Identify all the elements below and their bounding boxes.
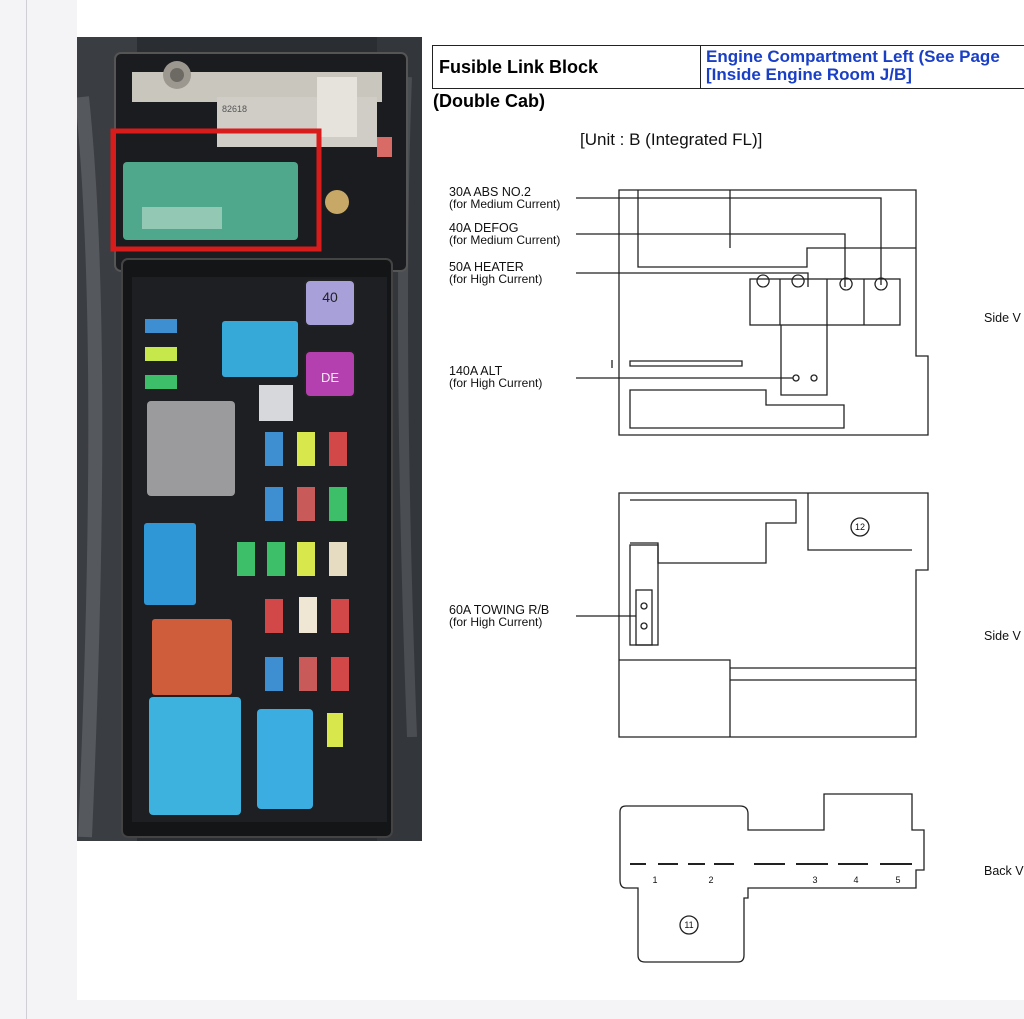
pin-2-label: 2 (708, 875, 713, 885)
unit-label: [Unit : B (Integrated FL)] (580, 130, 763, 149)
pin-1-label: 1 (652, 875, 657, 885)
callout-towing-name: 60A TOWING R/B (449, 603, 550, 617)
callout-defog: 40A DEFOG (for Medium Current) (449, 222, 560, 246)
side-view-2-diagram (576, 492, 929, 738)
fuse-label-de: DE (321, 370, 339, 385)
callout-defog-name: 40A DEFOG (449, 221, 519, 235)
fuse-box-photo: 82618 40 DE (77, 37, 422, 841)
callout-towing-note: (for High Current) (449, 615, 543, 629)
fuse-label-40: 40 (322, 289, 338, 305)
side-view-1-diagram (576, 189, 929, 436)
pin-5-label: 5 (895, 875, 900, 885)
page-margin-rule (26, 0, 27, 1019)
highlight-box (110, 128, 322, 252)
location-link[interactable]: Engine Compartment Left (See Page [Insid… (701, 46, 1024, 88)
side-view-1-label: Side V (984, 311, 1021, 325)
callout-heater: 50A HEATER (for High Current) (449, 261, 542, 285)
callout-alt-note: (for High Current) (449, 376, 543, 390)
callout-abs-note: (for Medium Current) (449, 197, 561, 211)
module-code-text: 82618 (222, 104, 247, 114)
location-line-1[interactable]: Engine Compartment Left (See Page (706, 47, 1000, 66)
callout-alt-name: 140A ALT (449, 364, 503, 378)
callout-alt: 140A ALT (for High Current) (449, 365, 542, 389)
location-line-2[interactable]: [Inside Engine Room J/B] (706, 65, 912, 84)
back-view-label: Back V (984, 864, 1024, 878)
header-table: Fusible Link Block Engine Compartment Le… (432, 45, 1024, 89)
connector-12-label: 12 (855, 522, 865, 532)
callout-heater-note: (for High Current) (449, 272, 543, 286)
connector-11-label: 11 (684, 920, 693, 930)
callout-towing: 60A TOWING R/B (for High Current) (449, 604, 549, 628)
mini-fuse-grid (237, 432, 349, 747)
callout-abs-name: 30A ABS NO.2 (449, 185, 531, 199)
pin-4-label: 4 (853, 875, 858, 885)
callout-abs: 30A ABS NO.2 (for Medium Current) (449, 186, 560, 210)
side-view-2-label: Side V (984, 629, 1021, 643)
callout-heater-name: 50A HEATER (449, 260, 524, 274)
pin-3-label: 3 (812, 875, 817, 885)
component-title: Fusible Link Block (433, 46, 701, 88)
cab-type-subtitle: (Double Cab) (433, 91, 545, 111)
back-view-diagram (619, 793, 925, 963)
callout-defog-note: (for Medium Current) (449, 233, 561, 247)
